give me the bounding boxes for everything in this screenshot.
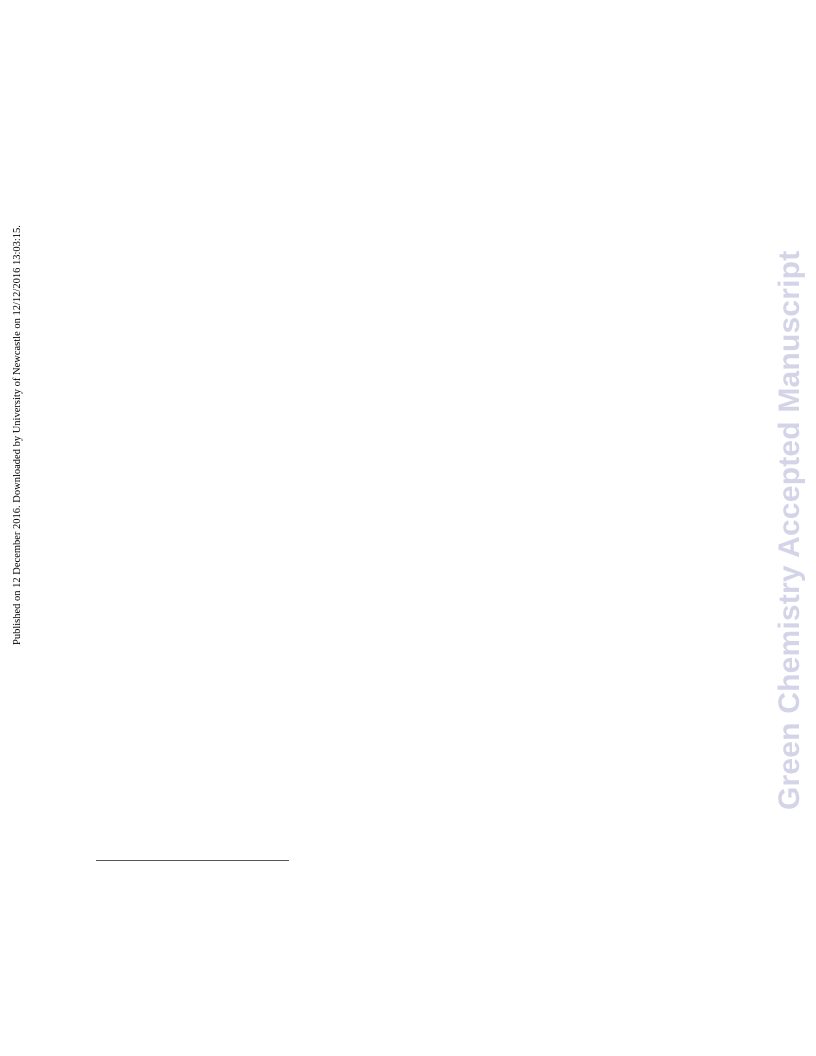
publication-download-notice: Published on 12 December 2016. Downloade… — [12, 225, 23, 645]
footnote-separator — [96, 860, 289, 861]
accepted-manuscript-watermark: Green Chemistry Accepted Manuscript — [773, 250, 806, 810]
